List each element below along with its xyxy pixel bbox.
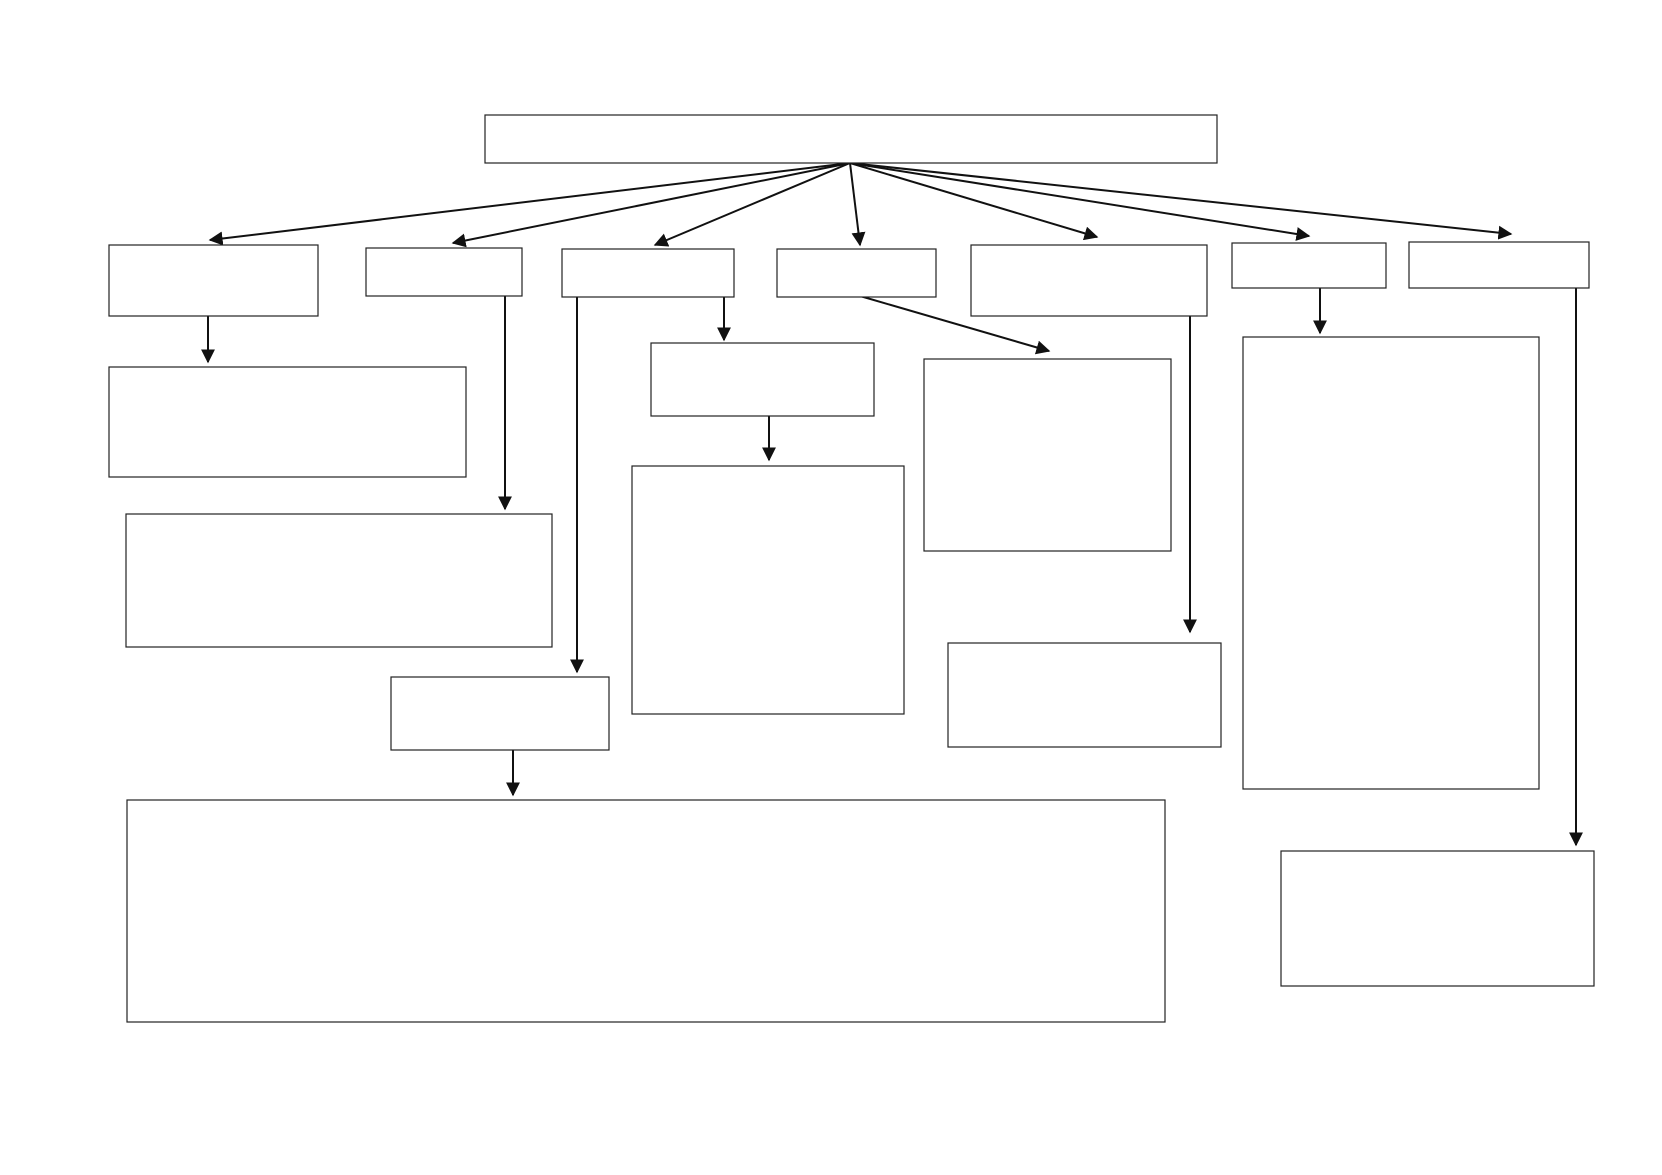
box-c3-side-detail xyxy=(631,465,905,715)
box-c6-detail xyxy=(1242,336,1540,790)
arrow-root-to-c2 xyxy=(451,162,851,248)
arrow-c4-to-c4-detail xyxy=(859,295,1051,355)
box-c4 xyxy=(776,248,937,298)
box-root-frame xyxy=(484,114,1218,164)
arrow-root-to-c4 xyxy=(849,162,866,247)
box-c1-detail-frame xyxy=(108,366,467,478)
box-c2-frame xyxy=(365,247,523,297)
arrow-root-to-c3 xyxy=(653,162,851,247)
box-c2-detail xyxy=(125,513,553,648)
box-c7 xyxy=(1408,241,1590,289)
box-c5-detail-frame xyxy=(947,642,1222,748)
box-c7-detail xyxy=(1280,850,1595,987)
box-c3 xyxy=(561,248,735,298)
box-c3-sub-detail-frame xyxy=(126,799,1166,1023)
box-c3-sub-frame xyxy=(390,676,610,751)
box-c3-side-frame xyxy=(650,342,875,417)
box-c3-side xyxy=(650,342,875,417)
box-c6-frame xyxy=(1231,242,1387,289)
box-c3-sub xyxy=(390,676,610,751)
box-c3-sub-detail xyxy=(126,799,1166,1023)
box-c6 xyxy=(1231,242,1387,289)
box-c4-detail xyxy=(923,358,1172,552)
box-c7-detail-frame xyxy=(1280,850,1595,987)
arrow-root-to-c1 xyxy=(208,162,851,246)
box-c7-frame xyxy=(1408,241,1590,289)
box-c1 xyxy=(108,244,319,317)
box-c2 xyxy=(365,247,523,297)
box-c1-detail xyxy=(108,366,467,478)
box-c6-detail-frame xyxy=(1242,336,1540,790)
edges-layer xyxy=(201,162,1583,847)
box-c4-frame xyxy=(776,248,937,298)
box-c3-frame xyxy=(561,248,735,298)
box-c5-frame xyxy=(970,244,1208,317)
box-c1-frame xyxy=(108,244,319,317)
box-c5-detail xyxy=(947,642,1222,748)
box-c3-side-detail-frame xyxy=(631,465,905,715)
box-c2-detail-frame xyxy=(125,513,553,648)
nodes-layer xyxy=(108,114,1595,1023)
box-root xyxy=(484,114,1218,164)
arrow-root-to-c7 xyxy=(849,162,1513,240)
box-c4-detail-frame xyxy=(923,358,1172,552)
box-c5 xyxy=(970,244,1208,317)
arrow-root-to-c5 xyxy=(849,162,1099,241)
arrow-root-to-c6 xyxy=(849,162,1311,241)
